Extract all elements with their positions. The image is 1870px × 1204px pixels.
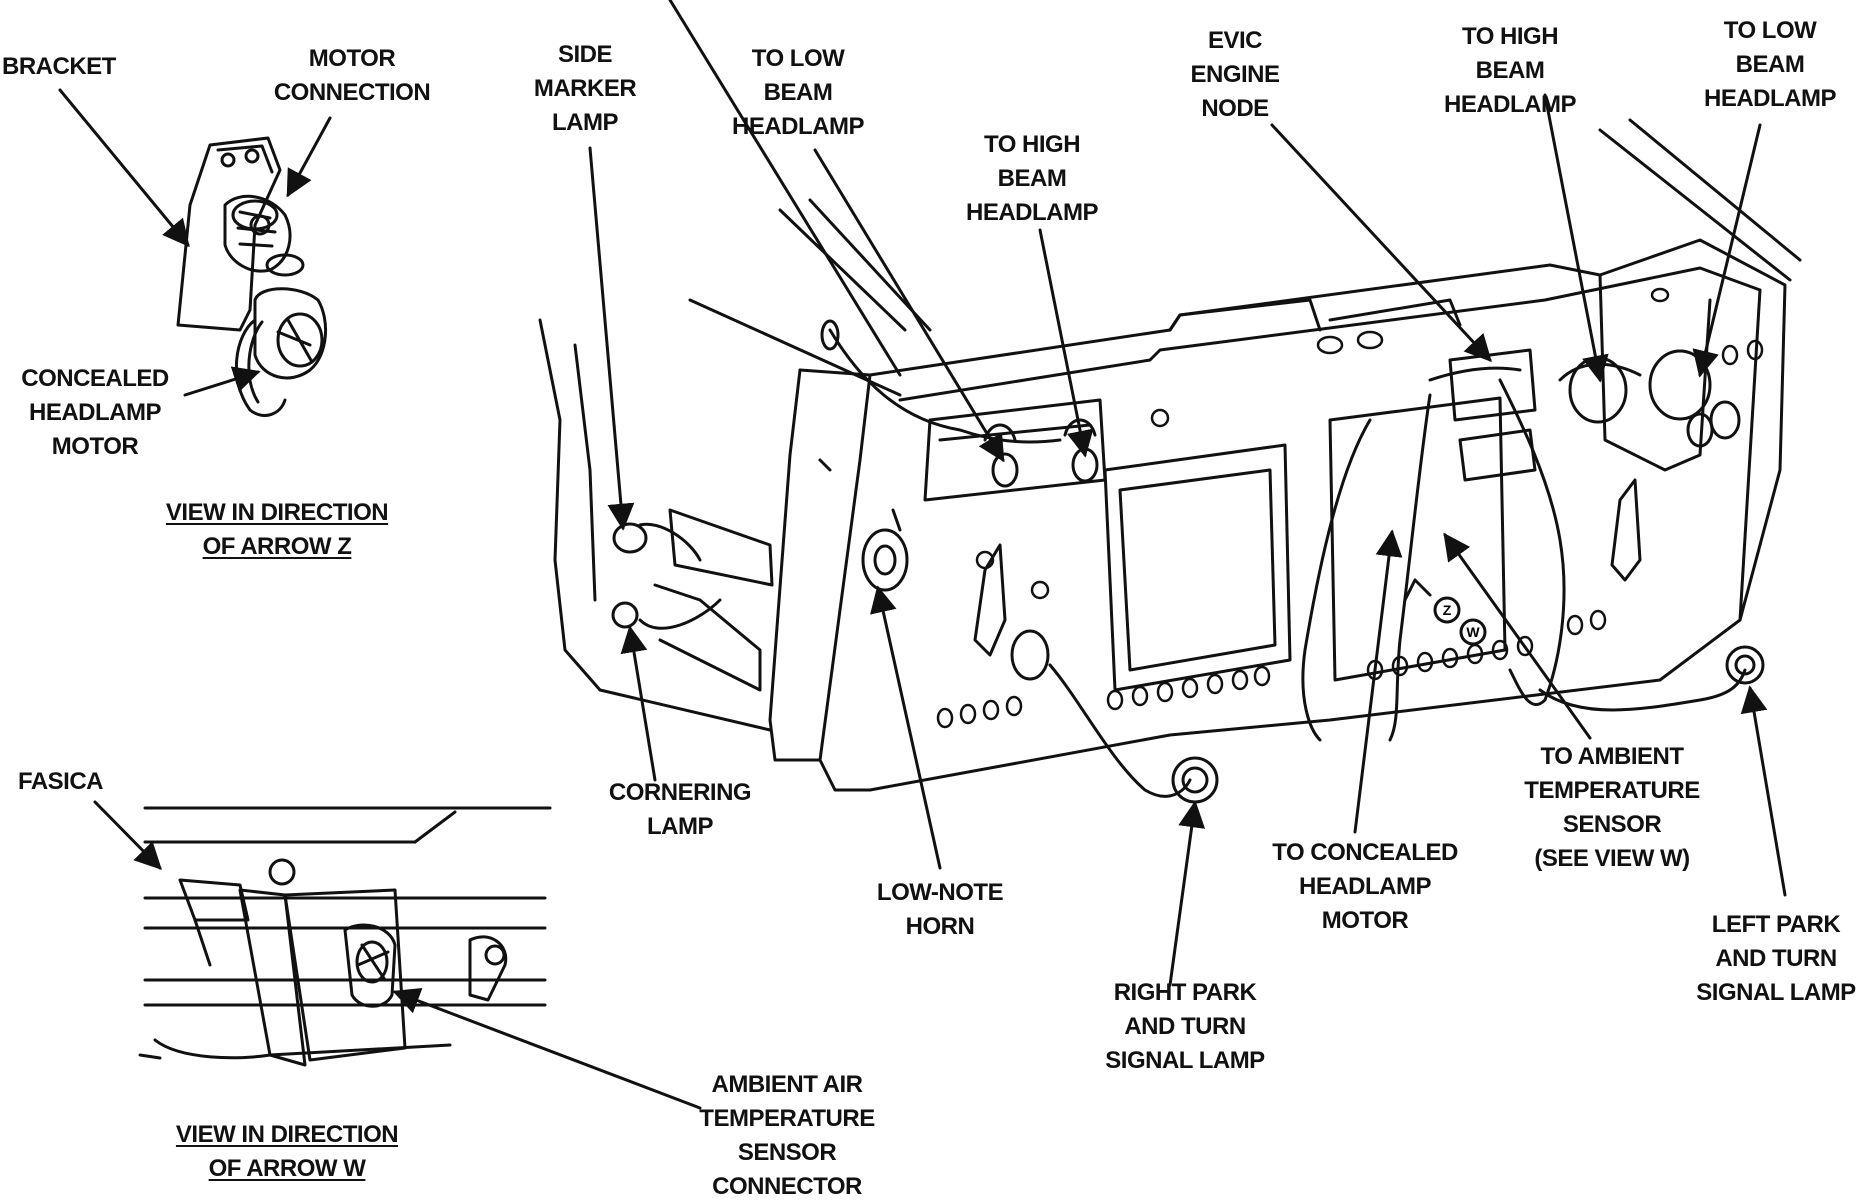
label-concealed-headlamp-motor: CONCEALED HEADLAMP MOTOR: [21, 365, 169, 460]
label-ambient-air-temperature-sensor-connector: AMBIENT AIR TEMPERATURE SENSOR CONNECTOR: [699, 1071, 875, 1200]
label-side-marker-lamp: SIDE MARKER LAMP: [533, 41, 637, 136]
label-to-high-beam-headlamp-1: TO HIGH BEAM HEADLAMP: [966, 131, 1099, 226]
label-fasica: FASICA: [18, 768, 104, 795]
label-low-note-horn: LOW-NOTE HORN: [876, 879, 1004, 940]
label-to-low-beam-headlamp-1: TO LOW BEAM HEADLAMP: [732, 45, 865, 140]
inset-view-z: [58, 88, 332, 417]
front-end-assembly: [538, 0, 1802, 987]
label-cornering-lamp: CORNERING LAMP: [608, 779, 752, 840]
label-bracket: BRACKET: [2, 53, 116, 80]
label-right-park-turn-signal-lamp: RIGHT PARK AND TURN SIGNAL LAMP: [1105, 979, 1265, 1074]
label-motor-connection: MOTOR CONNECTION: [273, 45, 431, 106]
label-to-ambient-temperature-sensor: TO AMBIENT TEMPERATURE SENSOR (SEE VIEW …: [1524, 743, 1700, 872]
caption-view-w: VIEW IN DIRECTION OF ARROW W: [175, 1121, 399, 1182]
inset-view-w: [93, 800, 702, 1110]
caption-view-z: VIEW IN DIRECTION OF ARROW Z: [165, 499, 389, 560]
label-left-park-turn-signal-lamp: LEFT PARK AND TURN SIGNAL LAMP: [1696, 911, 1856, 1006]
arrow-marker-z: Z: [1443, 602, 1452, 618]
arrow-marker-labels: Z W: [1443, 602, 1481, 640]
label-evic-engine-node: EVIC ENGINE NODE: [1190, 27, 1280, 122]
label-to-low-beam-headlamp-2: TO LOW BEAM HEADLAMP: [1704, 17, 1837, 112]
label-to-high-beam-headlamp-2: TO HIGH BEAM HEADLAMP: [1444, 23, 1577, 118]
arrow-marker-w: W: [1466, 624, 1480, 640]
label-to-concealed-headlamp-motor: TO CONCEALED HEADLAMP MOTOR: [1272, 839, 1458, 934]
